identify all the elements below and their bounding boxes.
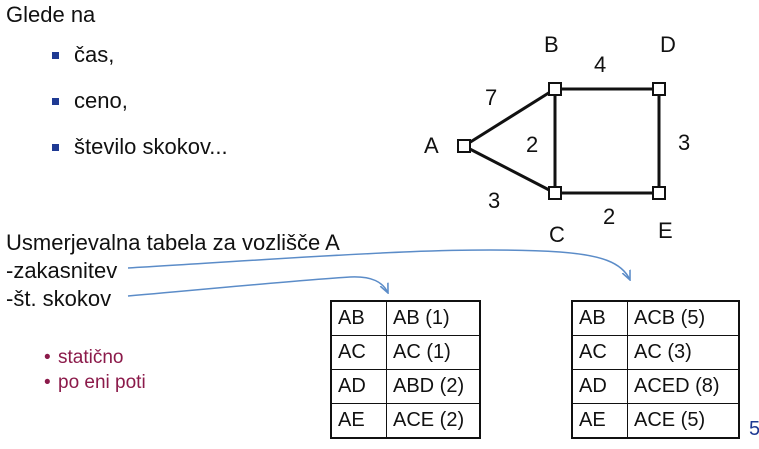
edge-weight-D-E: 3 — [678, 130, 690, 155]
bullet-square-icon — [52, 98, 59, 105]
node-label-E: E — [658, 218, 673, 243]
node-C — [548, 186, 562, 200]
node-E — [652, 186, 666, 200]
arrow-delay-to-table — [127, 249, 630, 280]
criteria-item: čas, — [52, 42, 228, 88]
edge-weight-A-B: 7 — [485, 85, 497, 110]
bullet-square-icon — [52, 52, 59, 59]
edge-weight-B-C: 2 — [526, 132, 538, 157]
metric-delay: -zakasnitev — [6, 258, 118, 283]
edge-weight-B-D: 4 — [594, 52, 606, 77]
note-item: •po eni poti — [44, 372, 146, 393]
node-label-C: C — [549, 222, 565, 247]
node-label-B: B — [544, 32, 559, 57]
arrow-hops-to-table — [127, 276, 388, 297]
metric-hops: -št. skokov — [6, 286, 112, 311]
criteria-item: ceno, — [52, 88, 228, 134]
node-D — [652, 82, 666, 96]
note-item: •statično — [44, 347, 124, 368]
node-label-A: A — [424, 133, 439, 158]
notes-list: •statično •po eni poti — [44, 345, 146, 395]
node-label-D: D — [660, 32, 676, 57]
edge-A-C — [463, 144, 556, 195]
node-A — [457, 139, 471, 153]
edge-weight-A-C: 3 — [488, 188, 500, 213]
node-B — [548, 82, 562, 96]
edge-weight-C-E: 2 — [603, 204, 615, 229]
criteria-item: število skokov... — [52, 134, 228, 180]
routing-section: Usmerjevalna tabela za vozlišče A -zakas… — [6, 229, 340, 313]
bullet-square-icon — [52, 144, 59, 151]
slide-heading: Glede na — [6, 2, 96, 27]
page-number: 55 — [749, 418, 759, 440]
routing-title: Usmerjevalna tabela za vozlišče A — [6, 230, 340, 255]
edge-A-B — [463, 87, 556, 148]
criteria-list: čas, ceno, število skokov... — [52, 42, 228, 180]
